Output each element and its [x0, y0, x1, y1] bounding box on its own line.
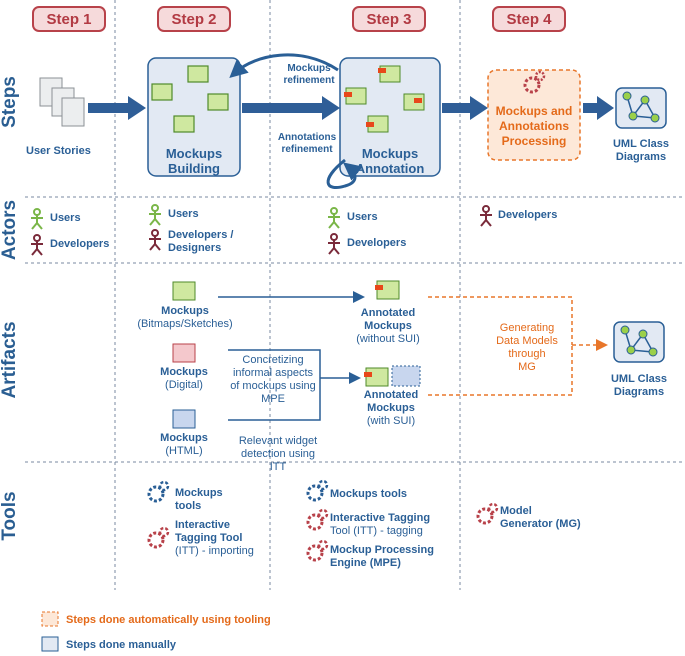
mockup-icons-building — [151, 65, 229, 133]
row-label-artifacts: Artifacts — [0, 321, 20, 399]
actor-users-s3: Users — [347, 211, 378, 223]
gear-icon-processing — [523, 70, 546, 94]
user-stories-icon — [39, 77, 85, 127]
bracket-digital-html — [228, 349, 321, 421]
artifact-mockups-html: Mockups(HTML) — [160, 432, 208, 457]
dashed-top — [428, 296, 573, 345]
tool-mockups-tools-s3: Mockups tools — [330, 488, 408, 500]
grid-lines — [25, 0, 685, 590]
step-4-header: Step 4 — [492, 6, 566, 32]
actor-developers-s4: Developers — [498, 209, 558, 221]
step-2-header: Step 2 — [157, 6, 231, 32]
dashed-bottom — [428, 345, 573, 396]
legend-auto-label: Steps done automatically using tooling — [66, 614, 271, 626]
uml-graph-icon — [622, 91, 660, 123]
actor-users-s2: Users — [168, 208, 199, 220]
legend-manual-label: Steps done manually — [66, 639, 177, 651]
tool-gears — [147, 479, 499, 562]
tool-itt-importing-s2: Interactive Tagging Tool (ITT) - importi… — [175, 519, 254, 557]
mockups-refinement-arrow — [229, 53, 339, 78]
user-stories-label: User Stories — [26, 145, 91, 157]
legend-auto-swatch — [41, 611, 59, 627]
actor-figures — [31, 204, 492, 256]
artifact-mockups-digital: Mockups(Digital) — [160, 366, 208, 391]
processing-box — [487, 69, 581, 161]
step-3-header: Step 3 — [352, 6, 426, 32]
actor-developers-s1: Developers — [50, 238, 110, 250]
annotated-icons — [344, 65, 425, 133]
annotated-with-sui: Annotated Mockups (with SUI) — [363, 389, 419, 427]
legend-manual-swatch — [41, 636, 59, 652]
annotated-without-sui: Annotated Mockups (without SUI) — [356, 307, 420, 345]
row-label-actors: Actors — [0, 199, 20, 261]
row-label-steps: Steps — [0, 76, 20, 128]
step-1-header: Step 1 — [32, 6, 106, 32]
actor-developers-designers-s2: Developers /Designers — [168, 229, 234, 254]
annotations-refinement-arrow — [326, 158, 363, 189]
actor-developers-s3: Developers — [347, 237, 407, 249]
artifact-mockup-icons — [172, 280, 421, 429]
artifact-mockups-bitmaps: Mockups(Bitmaps/Sketches) — [137, 305, 233, 330]
flow-arrows — [88, 96, 614, 120]
row-label-tools: Tools — [0, 491, 20, 541]
actor-users-s1: Users — [50, 212, 81, 224]
